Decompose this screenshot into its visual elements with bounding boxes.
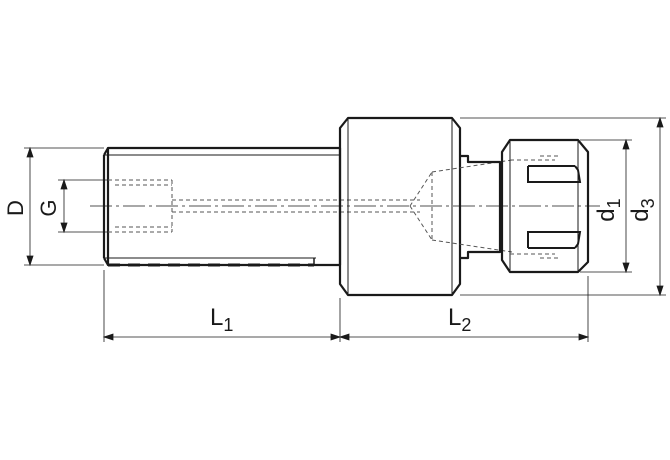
dimension-d3 (460, 116, 666, 297)
label-d1: d1 (593, 198, 624, 221)
collet-nut-slot-bottom (527, 231, 582, 249)
label-d3: d3 (627, 198, 658, 221)
inner-cone-hidden (409, 159, 513, 253)
shank (102, 146, 342, 267)
neck (460, 154, 502, 260)
collar-edges (347, 118, 453, 295)
shank-chamfer-lines (104, 154, 340, 259)
label-D: D (3, 200, 28, 216)
internal-thread-hidden (108, 179, 420, 233)
dimension-G (58, 178, 108, 234)
label-G: G (36, 199, 61, 216)
dimension-d1 (580, 138, 632, 274)
dimension-D (24, 146, 104, 267)
collar (338, 116, 462, 297)
dimension-L2 (338, 276, 590, 342)
label-L2: L2 (448, 304, 471, 335)
label-L1: L1 (210, 304, 233, 335)
collet-inner-hidden (510, 155, 560, 259)
shank-flat (108, 258, 315, 267)
dimension-L1 (102, 270, 342, 342)
collet-nut-slot-top (527, 165, 582, 183)
